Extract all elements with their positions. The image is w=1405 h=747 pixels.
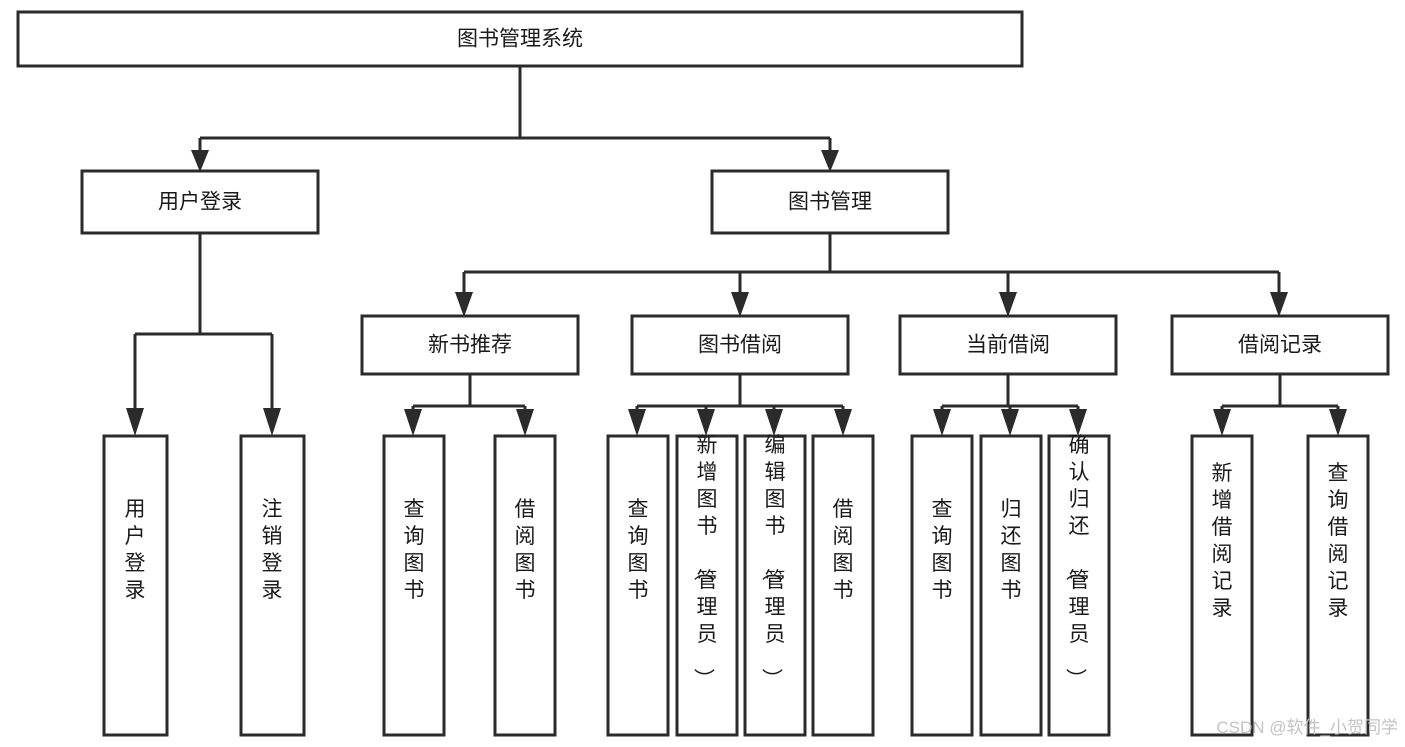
arrow-head-nbr-borrow xyxy=(516,409,534,436)
arrow-head-user-login xyxy=(191,150,209,172)
leaf-bb-add-book-label: 新增图书（管理员） xyxy=(692,434,718,689)
arrow-head-cb-query xyxy=(933,409,951,436)
connector-layer xyxy=(126,66,1347,436)
node-book-borrow-label: 图书借阅 xyxy=(698,334,782,357)
node-user-login-label: 用户登录 xyxy=(158,191,242,214)
leaf-bb-borrow-book-label: 借阅图书 xyxy=(833,498,854,602)
leaf-cb-query-book-box[interactable] xyxy=(910,434,974,737)
node-root[interactable]: 图书管理系统 xyxy=(16,10,1024,68)
leaf-nbr-query-book-label: 查询图书 xyxy=(404,498,425,602)
node-current-borrow-box[interactable] xyxy=(898,314,1118,376)
leaf-br-query-record-label: 查询借阅记录 xyxy=(1328,462,1349,620)
leaf-bb-add-book-box[interactable] xyxy=(675,434,739,737)
node-book-manage-label: 图书管理 xyxy=(788,191,872,214)
arrow-head-bb-add xyxy=(697,409,715,436)
leaf-cb-confirm-return[interactable]: 确认归还（管理员） xyxy=(1047,434,1111,737)
leaf-nbr-borrow-book[interactable]: 借阅图书 xyxy=(493,434,557,737)
arrow-head-cb-return xyxy=(1001,409,1019,436)
arrow-head-leaf-logout xyxy=(263,408,281,436)
leaf-bb-query-book-box[interactable] xyxy=(606,434,670,737)
node-new-book-recommend-label: 新书推荐 xyxy=(428,334,512,357)
leaf-nbr-borrow-book-label: 借阅图书 xyxy=(515,498,536,602)
leaf-nbr-borrow-book-box[interactable] xyxy=(493,434,557,737)
arrow-head-new-book xyxy=(455,292,473,317)
leaf-bb-add-book[interactable]: 新增图书（管理员） xyxy=(675,434,739,737)
leaf-bb-edit-book-label: 编辑图书（管理员） xyxy=(760,434,786,689)
node-root-box[interactable] xyxy=(16,10,1024,68)
leaf-br-add-record-box[interactable] xyxy=(1190,434,1254,737)
node-borrow-record[interactable]: 借阅记录 xyxy=(1170,314,1390,376)
leaf-br-query-record-box[interactable] xyxy=(1306,434,1370,737)
leaf-br-add-record[interactable]: 新增借阅记录 xyxy=(1190,434,1254,737)
leaf-logout-box[interactable] xyxy=(239,434,306,737)
arrow-head-br-add xyxy=(1213,409,1231,436)
node-book-borrow-box[interactable] xyxy=(630,314,850,376)
leaf-bb-query-book-label: 查询图书 xyxy=(628,498,649,602)
arrow-head-bb-borrow xyxy=(834,409,852,436)
leaf-cb-return-book-box[interactable] xyxy=(979,434,1043,737)
node-root-label: 图书管理系统 xyxy=(457,28,583,51)
leaf-br-add-record-label: 新增借阅记录 xyxy=(1212,462,1233,620)
arrow-head-book-borrow xyxy=(731,292,749,317)
leaf-user-login[interactable]: 用户登录 xyxy=(102,434,169,737)
node-current-borrow-label: 当前借阅 xyxy=(966,334,1050,357)
leaf-bb-borrow-book-box[interactable] xyxy=(811,434,875,737)
arrow-head-br-query xyxy=(1329,409,1347,436)
leaf-logout[interactable]: 注销登录 xyxy=(239,434,306,737)
node-user-login[interactable]: 用户登录 xyxy=(80,169,320,235)
leaf-bb-borrow-book[interactable]: 借阅图书 xyxy=(811,434,875,737)
arrow-head-bb-edit xyxy=(765,409,783,436)
node-new-book-recommend[interactable]: 新书推荐 xyxy=(360,314,580,376)
leaf-nbr-query-book-box[interactable] xyxy=(382,434,446,737)
leaf-cb-return-book-label: 归还图书 xyxy=(1001,498,1022,602)
arrow-head-cb-confirm xyxy=(1069,409,1087,436)
arrow-head-nbr-query xyxy=(404,409,422,436)
leaf-br-query-record[interactable]: 查询借阅记录 xyxy=(1306,434,1370,737)
node-current-borrow[interactable]: 当前借阅 xyxy=(898,314,1118,376)
leaf-cb-query-book[interactable]: 查询图书 xyxy=(910,434,974,737)
node-borrow-record-label: 借阅记录 xyxy=(1238,334,1322,357)
leaf-cb-confirm-return-box[interactable] xyxy=(1047,434,1111,737)
node-book-manage-box[interactable] xyxy=(710,169,950,235)
arrow-head-leaf-user-login xyxy=(126,408,144,436)
watermark-label: CSDN @软件_小贺同学 xyxy=(1216,718,1398,737)
leaf-cb-return-book[interactable]: 归还图书 xyxy=(979,434,1043,737)
node-book-manage[interactable]: 图书管理 xyxy=(710,169,950,235)
node-book-borrow[interactable]: 图书借阅 xyxy=(630,314,850,376)
leaf-cb-query-book-label: 查询图书 xyxy=(932,498,953,602)
leaf-logout-label: 注销登录 xyxy=(262,498,283,602)
leaf-bb-query-book[interactable]: 查询图书 xyxy=(606,434,670,737)
leaf-bb-edit-book-box[interactable] xyxy=(743,434,807,737)
leaf-user-login-box[interactable] xyxy=(102,434,169,737)
leaf-cb-confirm-return-label: 确认归还（管理员） xyxy=(1064,434,1090,689)
arrow-head-book-manage xyxy=(821,150,839,172)
arrow-head-bb-query xyxy=(628,409,646,436)
node-user-login-box[interactable] xyxy=(80,169,320,235)
node-new-book-recommend-box[interactable] xyxy=(360,314,580,376)
leaf-nbr-query-book[interactable]: 查询图书 xyxy=(382,434,446,737)
leaf-bb-edit-book[interactable]: 编辑图书（管理员） xyxy=(743,434,807,737)
arrow-head-borrow-record xyxy=(1270,292,1288,317)
leaf-user-login-label: 用户登录 xyxy=(125,498,146,602)
node-borrow-record-box[interactable] xyxy=(1170,314,1390,376)
arrow-head-current-borrow xyxy=(999,292,1017,317)
